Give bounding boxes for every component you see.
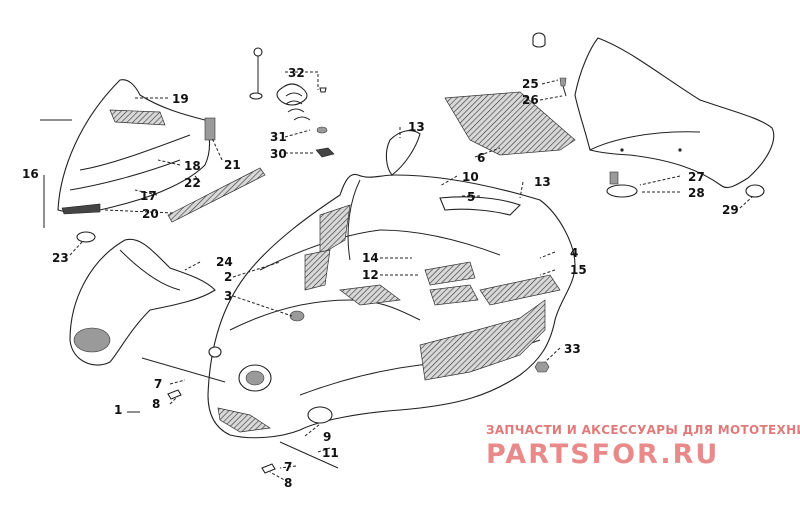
callout-3: 3 bbox=[224, 289, 232, 303]
callout-7a: 7 bbox=[154, 377, 162, 391]
windshield-part bbox=[574, 37, 775, 189]
callout-7b: 7 bbox=[284, 460, 292, 474]
callout-12: 12 bbox=[362, 268, 379, 282]
callout-15: 15 bbox=[570, 263, 587, 277]
callout-10: 10 bbox=[462, 170, 479, 184]
callout-8a: 8 bbox=[152, 397, 160, 411]
side-panel-part bbox=[57, 79, 266, 243]
callout-22: 22 bbox=[184, 176, 201, 190]
nut-part bbox=[534, 361, 550, 373]
watermark-tagline: ЗАПЧАСТИ И АКСЕССУАРЫ ДЛЯ МОТОТЕХНИКИ bbox=[486, 423, 800, 437]
callout-8b: 8 bbox=[284, 476, 292, 490]
callout-17: 17 bbox=[140, 189, 157, 203]
watermark: ЗАПЧАСТИ И АКСЕССУАРЫ ДЛЯ МОТОТЕХНИКИ PA… bbox=[486, 423, 800, 470]
callout-1: 1 bbox=[114, 403, 122, 417]
callout-labels: 1 2 3 4 5 6 7 7 8 8 9 10 11 12 13 13 14 … bbox=[22, 66, 739, 490]
fastener-hardware bbox=[249, 47, 335, 158]
callout-28: 28 bbox=[688, 186, 705, 200]
callout-31: 31 bbox=[270, 130, 287, 144]
callout-25: 25 bbox=[522, 77, 539, 91]
dash-panel-part bbox=[69, 238, 216, 366]
callout-13b: 13 bbox=[534, 175, 551, 189]
callout-24: 24 bbox=[216, 255, 233, 269]
callout-33: 33 bbox=[564, 342, 581, 356]
callout-5: 5 bbox=[467, 190, 475, 204]
callout-26: 26 bbox=[522, 93, 539, 107]
callout-23: 23 bbox=[52, 251, 69, 265]
callout-18: 18 bbox=[184, 159, 201, 173]
watermark-logo: PARTSFOR.RU bbox=[486, 439, 719, 470]
windshield-bumper bbox=[606, 171, 765, 198]
callout-20: 20 bbox=[142, 207, 159, 221]
callout-14: 14 bbox=[362, 251, 379, 265]
leader-lines bbox=[40, 71, 753, 483]
callout-16: 16 bbox=[22, 167, 39, 181]
callout-27: 27 bbox=[688, 170, 705, 184]
callout-2: 2 bbox=[224, 270, 232, 284]
callout-4: 4 bbox=[570, 246, 578, 260]
callout-21: 21 bbox=[224, 158, 241, 172]
callout-9: 9 bbox=[323, 430, 331, 444]
windshield-fasteners bbox=[532, 32, 567, 97]
callout-13a: 13 bbox=[408, 120, 425, 134]
callout-19: 19 bbox=[172, 92, 189, 106]
grille-plate bbox=[444, 91, 576, 156]
callout-32: 32 bbox=[288, 66, 305, 80]
callout-30: 30 bbox=[270, 147, 287, 161]
callout-6: 6 bbox=[477, 151, 485, 165]
callout-11: 11 bbox=[322, 446, 339, 460]
callout-29: 29 bbox=[722, 203, 739, 217]
hood-rods bbox=[141, 357, 339, 474]
hood-main-part bbox=[207, 130, 576, 439]
